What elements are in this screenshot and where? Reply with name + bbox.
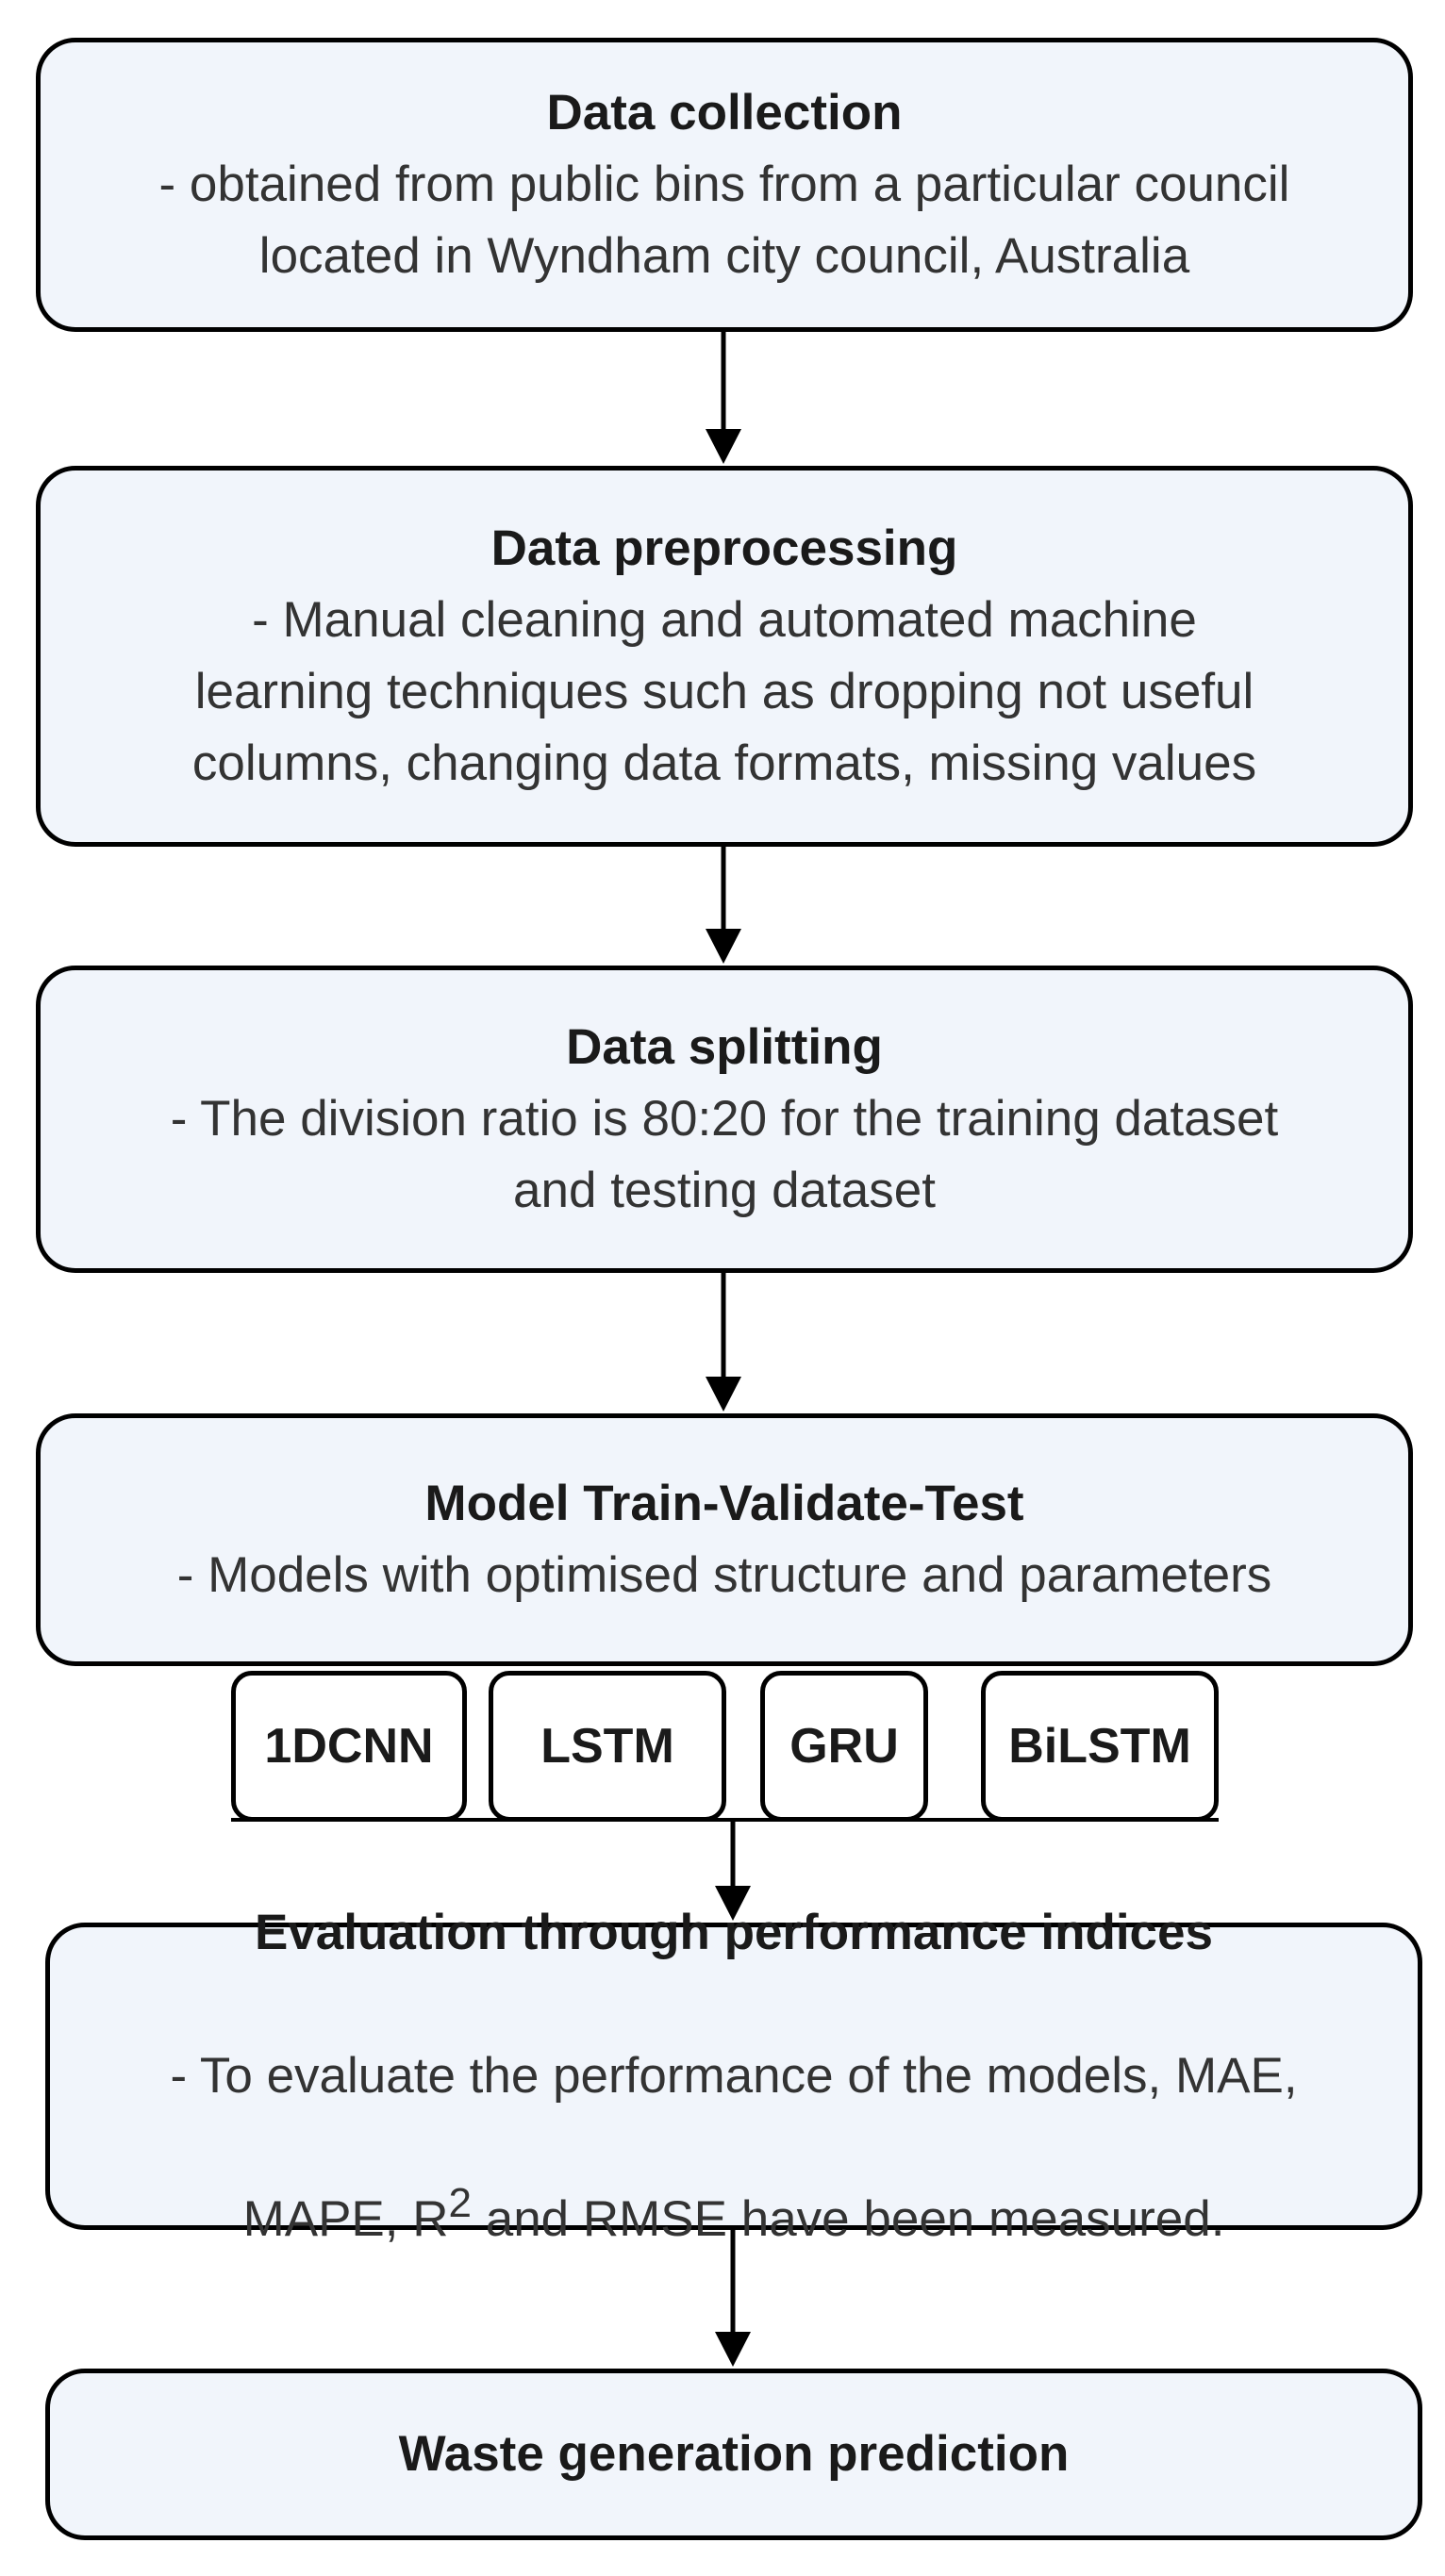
step-data-collection: Data collection - obtained from public b… — [36, 38, 1413, 332]
model-bilstm: BiLSTM — [981, 1671, 1219, 1822]
arrow-evaluation-to-prediction — [715, 2230, 751, 2367]
model-label: LSTM — [540, 1719, 674, 1774]
model-label: BiLSTM — [1008, 1719, 1191, 1774]
model-1dcnn: 1DCNN — [231, 1671, 467, 1822]
step-description-line-2-end: and RMSE have been measured. — [472, 2191, 1225, 2247]
arrow-preprocessing-to-splitting — [706, 847, 741, 964]
step-title: Data collection — [546, 85, 903, 140]
step-evaluation: Evaluation through performance indices -… — [45, 1905, 1422, 2247]
model-gru: GRU — [760, 1671, 928, 1822]
superscript-2: 2 — [448, 2180, 472, 2226]
step-title: Evaluation through performance indices — [254, 1905, 1213, 1960]
arrow-collection-to-preprocessing — [706, 332, 741, 464]
step-title: Data preprocessing — [490, 520, 958, 576]
step-description-line-1: - To evaluate the performance of the mod… — [170, 2048, 1298, 2104]
step-title: Model Train-Validate-Test — [424, 1476, 1024, 1531]
step-model-train-validate-test: Model Train-Validate-Test - Models with … — [36, 1413, 1413, 1666]
model-label: GRU — [789, 1719, 899, 1774]
step-title: Waste generation prediction — [398, 2426, 1070, 2482]
step-waste-generation-prediction: Waste generation prediction — [45, 2369, 1422, 2540]
step-description-line-2-start: MAPE, R — [242, 2191, 449, 2247]
arrow-models-to-evaluation — [715, 1822, 751, 1921]
model-lstm: LSTM — [489, 1671, 726, 1822]
step-description: - obtained from public bins from a parti… — [158, 157, 1290, 284]
step-data-splitting: Data splitting - The division ratio is 8… — [36, 966, 1413, 1273]
step-description: - To evaluate the performance of the mod… — [170, 1969, 1297, 2255]
step-description: - Manual cleaning and automated machine … — [191, 592, 1257, 791]
step-description: - The division ratio is 80:20 for the tr… — [170, 1091, 1279, 1218]
step-data-preprocessing: Data preprocessing - Manual cleaning and… — [36, 466, 1413, 847]
model-label: 1DCNN — [264, 1719, 434, 1774]
step-description: - Models with optimised structure and pa… — [176, 1547, 1272, 1603]
arrow-splitting-to-model — [706, 1273, 741, 1412]
step-title: Data splitting — [566, 1019, 883, 1075]
